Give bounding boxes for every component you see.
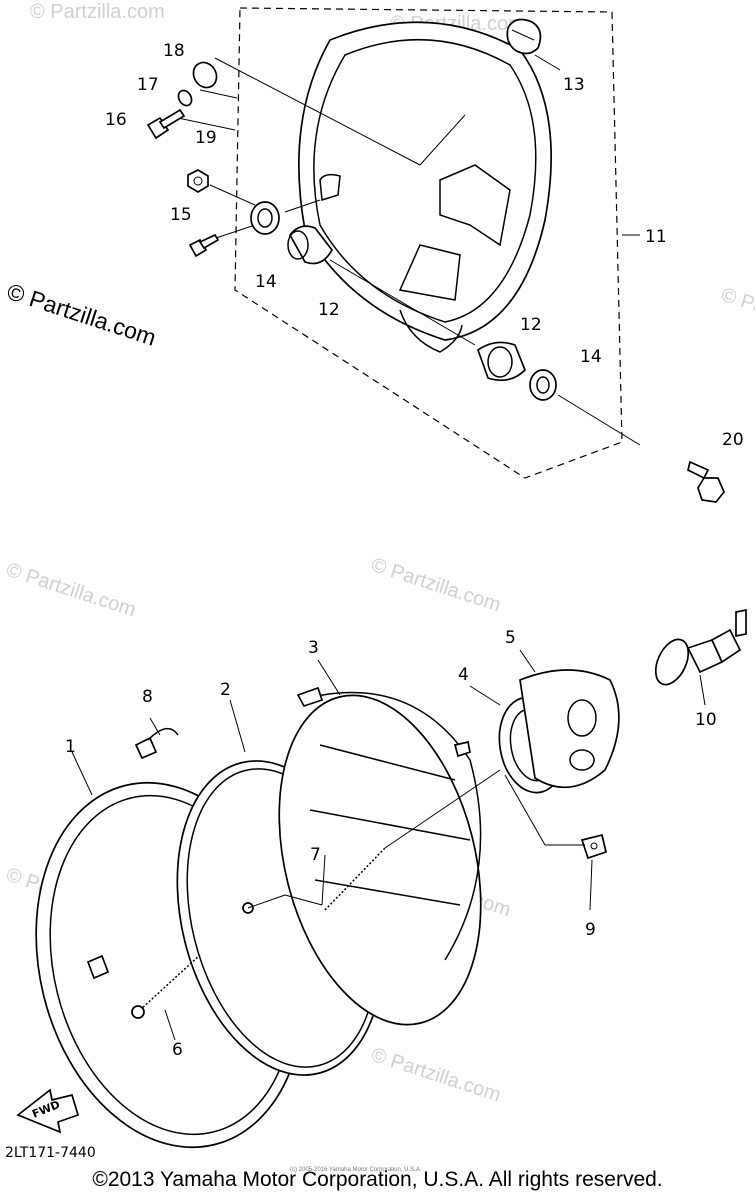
callout-2: 2 xyxy=(220,680,231,700)
bolt-20 xyxy=(687,460,725,503)
callout-11: 11 xyxy=(645,227,667,247)
spring-washer-17 xyxy=(177,89,193,107)
screw-15 xyxy=(188,233,220,258)
leader-lines-top xyxy=(177,54,641,446)
callout-8: 8 xyxy=(142,687,153,707)
adjust-screw-6 xyxy=(131,902,254,1019)
callout-10: 10 xyxy=(695,710,717,730)
nut-19 xyxy=(187,169,209,193)
callout-9: 9 xyxy=(585,920,596,940)
clip-13 xyxy=(506,18,542,55)
callout-labels: 18 17 16 19 15 14 12 13 11 12 14 20 3 5 … xyxy=(65,41,744,1060)
callout-5: 5 xyxy=(505,628,516,648)
callout-12-right: 12 xyxy=(520,315,542,335)
document-code: 2LT171-7440 xyxy=(5,1145,96,1161)
callout-20: 20 xyxy=(722,430,744,450)
grommet-14-left xyxy=(250,201,280,235)
callout-4: 4 xyxy=(458,665,469,685)
forward-arrow-icon: FWD xyxy=(16,1088,80,1134)
watermark: © Partzilla.com xyxy=(368,554,503,617)
headlight-housing xyxy=(298,21,552,353)
leader-lines-bottom xyxy=(71,649,706,1041)
callout-14-right: 14 xyxy=(580,347,602,367)
lens-unit-3 xyxy=(278,686,482,1026)
callout-14-left: 14 xyxy=(255,272,277,292)
watermark: © Partzilla.com xyxy=(368,1044,503,1107)
clip-9 xyxy=(580,833,608,860)
grommet-14-right xyxy=(529,369,557,401)
washer-18 xyxy=(192,61,218,89)
clip-8 xyxy=(134,727,179,760)
callout-16: 16 xyxy=(105,110,127,130)
callout-18: 18 xyxy=(163,41,185,61)
watermark: © Partzilla.com xyxy=(718,284,755,347)
callout-3: 3 xyxy=(308,638,319,658)
callout-13: 13 xyxy=(563,75,585,95)
tiny-credit: (c) 2005-2016 Yamaha Motor Corporation, … xyxy=(290,1167,422,1173)
damper-12-right xyxy=(476,341,526,382)
assembly-11-dashed-box xyxy=(234,7,623,479)
bolt-16 xyxy=(146,108,186,140)
bulb-10 xyxy=(654,608,747,686)
callout-15: 15 xyxy=(170,205,192,225)
callout-17: 17 xyxy=(137,75,159,95)
callout-7: 7 xyxy=(310,845,321,865)
callout-12-left: 12 xyxy=(318,300,340,320)
watermark: © Partzilla.com xyxy=(3,559,138,622)
watermark: © Partzilla.com xyxy=(30,1,165,23)
callout-6: 6 xyxy=(172,1040,183,1060)
socket-5 xyxy=(519,669,620,789)
damper-12-left xyxy=(287,225,334,265)
copyright-notice: ©2013 Yamaha Motor Corporation, U.S.A. A… xyxy=(92,1168,663,1191)
callout-19: 19 xyxy=(195,128,217,148)
callout-1: 1 xyxy=(65,737,76,757)
